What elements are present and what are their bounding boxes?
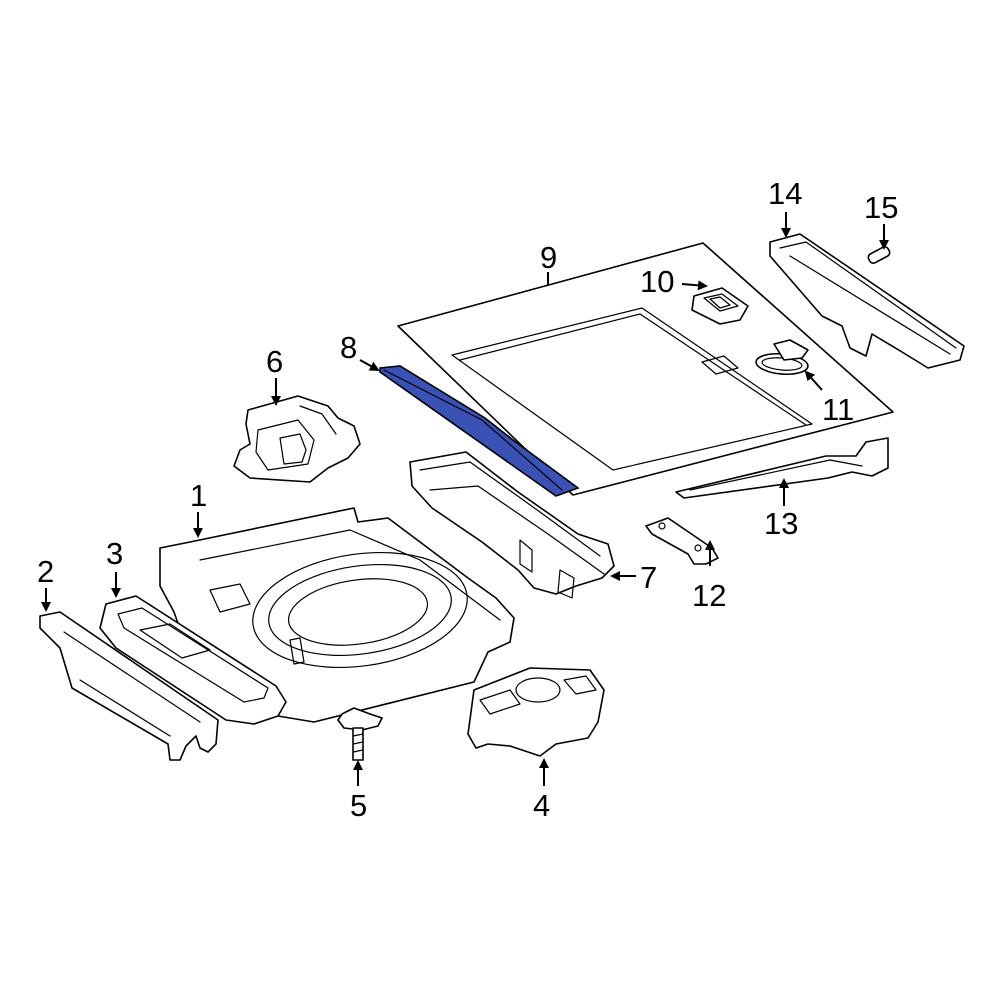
part-11-strap[interactable] xyxy=(755,339,809,376)
part-2-sill-trim[interactable] xyxy=(39,611,219,761)
callout-4: 4 xyxy=(533,788,550,823)
part-12-bracket[interactable] xyxy=(645,517,719,565)
callout-8: 8 xyxy=(340,330,357,365)
leader-arrows xyxy=(41,212,889,786)
callout-5: 5 xyxy=(350,788,367,823)
callout-10: 10 xyxy=(640,264,674,299)
callout-14: 14 xyxy=(768,176,802,211)
callout-7: 7 xyxy=(640,560,657,595)
callout-6: 6 xyxy=(266,344,283,379)
callout-12: 12 xyxy=(692,578,726,613)
part-5-bolt[interactable] xyxy=(337,707,383,761)
callout-3: 3 xyxy=(106,536,123,571)
part-14-sill-plate[interactable] xyxy=(769,233,965,369)
part-10-handle[interactable] xyxy=(691,287,749,325)
part-7-rail[interactable] xyxy=(409,451,615,599)
part-9-load-floor[interactable] xyxy=(397,242,894,496)
callout-2: 2 xyxy=(37,554,54,589)
callout-9: 9 xyxy=(540,240,557,275)
callout-15: 15 xyxy=(864,190,898,225)
callout-1: 1 xyxy=(190,478,207,513)
callout-11: 11 xyxy=(822,392,854,427)
part-3-storage-tray[interactable] xyxy=(99,595,287,725)
part-4-foam-insert[interactable] xyxy=(467,667,605,757)
part-15-clip[interactable] xyxy=(867,245,891,264)
callout-13: 13 xyxy=(764,506,798,541)
part-6-bracket[interactable] xyxy=(233,395,361,483)
part-8-trim-panel[interactable] xyxy=(379,365,580,497)
